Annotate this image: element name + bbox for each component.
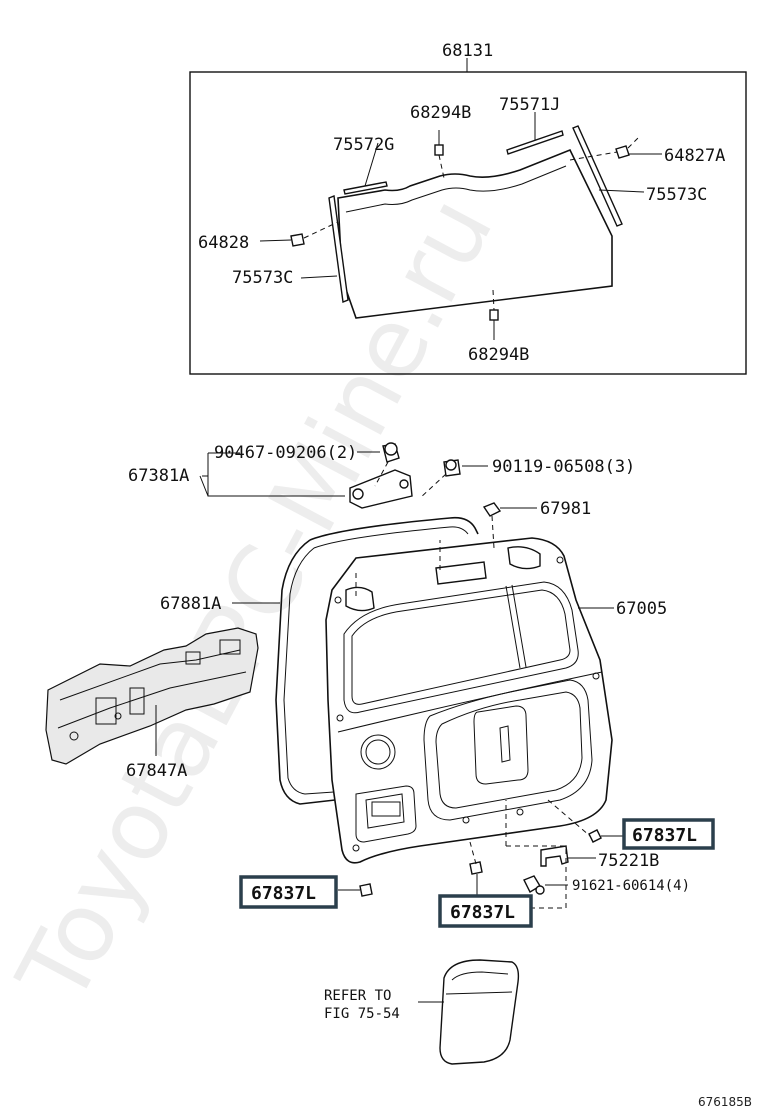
door-trim-67847A <box>45 627 259 765</box>
bracket-75221B-part <box>540 845 569 867</box>
glass-group-box <box>189 71 747 375</box>
highlight-67837L-left[interactable]: 67837L <box>239 875 338 909</box>
label-75573C-left[interactable]: 75573C <box>232 268 293 288</box>
highlight-67837L-center[interactable]: 67837L <box>438 894 533 928</box>
label-91621-60614[interactable]: 91621-60614(4) <box>572 878 690 894</box>
molding-75571J <box>506 130 564 155</box>
spacer-68294B-top <box>434 144 444 156</box>
label-68131[interactable]: 68131 <box>442 41 493 61</box>
clip-67837L-right-part <box>588 829 602 843</box>
label-67847A[interactable]: 67847A <box>126 761 187 781</box>
label-67837L-left[interactable]: 67837L <box>251 883 316 904</box>
stopper-67981 <box>482 502 502 517</box>
label-90467-09206[interactable]: 90467-09206(2) <box>214 443 357 463</box>
refer-note-line2[interactable]: FIG 75-54 <box>324 1006 400 1022</box>
clip-64827A <box>615 145 630 159</box>
molding-75573C-left <box>328 195 349 303</box>
label-75571J[interactable]: 75571J <box>499 95 560 115</box>
refer-note-line1: REFER TO <box>324 988 391 1004</box>
clip-67837L-center-part <box>469 861 483 875</box>
weatherstrip-67881A <box>275 516 479 805</box>
label-64828[interactable]: 64828 <box>198 233 249 253</box>
footer-code: 676185B <box>698 1095 752 1109</box>
label-68294B-top[interactable]: 68294B <box>410 103 471 123</box>
label-75572G[interactable]: 75572G <box>333 135 394 155</box>
label-67381A[interactable]: 67381A <box>128 466 189 486</box>
molding-75573C-right <box>572 125 623 227</box>
clip-67837L-left-part <box>359 883 373 897</box>
label-68294B-bottom[interactable]: 68294B <box>468 345 529 365</box>
back-glass-shape <box>337 148 613 319</box>
molding-75572G <box>343 181 388 195</box>
label-67881A[interactable]: 67881A <box>160 594 221 614</box>
highlight-67837L-right[interactable]: 67837L <box>622 818 715 850</box>
spacer-68294B-bottom <box>489 309 499 321</box>
screw-91621-60614-part <box>523 875 545 895</box>
lamp-housing-part <box>439 959 520 1065</box>
label-64827A[interactable]: 64827A <box>664 146 725 166</box>
label-67837L-right[interactable]: 67837L <box>632 825 697 846</box>
hinge-bracket-leader <box>199 452 345 497</box>
clip-64828 <box>290 233 305 247</box>
label-75573C-right[interactable]: 75573C <box>646 185 707 205</box>
label-67005[interactable]: 67005 <box>616 599 667 619</box>
label-75221B[interactable]: 75221B <box>598 851 659 871</box>
label-67837L-center[interactable]: 67837L <box>450 902 515 923</box>
back-door-panel-67005 <box>325 537 613 864</box>
hinge-67381A <box>349 442 461 509</box>
label-90119-06508[interactable]: 90119-06508(3) <box>492 457 635 477</box>
label-67981[interactable]: 67981 <box>540 499 591 519</box>
